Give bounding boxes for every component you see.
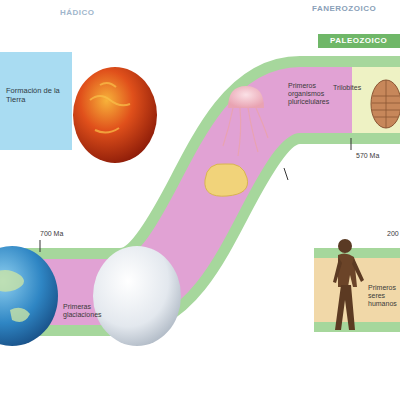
ice-earth [93, 246, 181, 346]
date-label: 200 [387, 230, 400, 238]
trilobite [371, 80, 400, 128]
tick [40, 240, 41, 252]
land [0, 270, 30, 322]
box-text: Formación de la Tierra [6, 86, 68, 104]
event-label: Primeras glaciaciones [63, 303, 105, 319]
lava [90, 83, 130, 133]
event-label: Trilobites [333, 84, 369, 92]
period-box: Formación de la Tierra [0, 52, 72, 150]
era-label: PALEOZOICO [330, 36, 400, 45]
event-label: Primeros seres humanos [368, 284, 400, 308]
date-label: 570 Ma [356, 152, 396, 160]
early-earth [73, 67, 157, 163]
tentacles [223, 108, 268, 156]
tick [351, 138, 352, 150]
event-label: Primeros organismos pluricelulares [288, 82, 330, 106]
eon-heading: FANEROZOICO [312, 4, 392, 13]
tick [284, 168, 288, 180]
date-label: 700 Ma [40, 230, 80, 238]
early-human [333, 239, 364, 330]
band-fill [314, 258, 400, 322]
paleozoic-band [352, 67, 400, 133]
sponge [205, 164, 248, 196]
earth [0, 246, 58, 346]
eon-heading: HÁDICO [60, 8, 120, 17]
band-border [314, 248, 400, 332]
paleozoic-tab [318, 34, 400, 48]
jellyfish [228, 86, 264, 108]
trilobite-segments [372, 80, 400, 128]
